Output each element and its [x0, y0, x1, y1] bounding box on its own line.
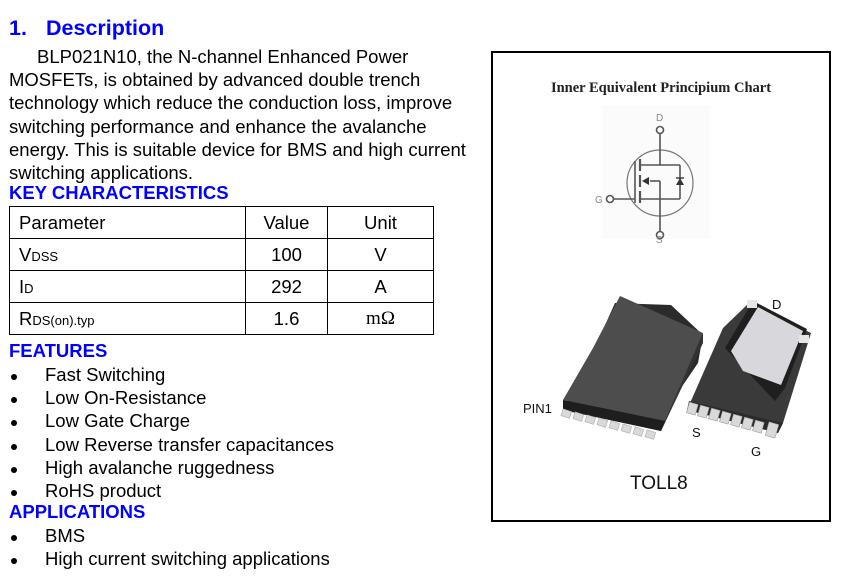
parameter-subscript: D: [24, 280, 34, 296]
list-item-text: Low Gate Charge: [45, 410, 191, 432]
list-item: High current switching applications: [9, 547, 330, 570]
list-item-text: High current switching applications: [45, 548, 330, 570]
table-row: ID 292 A: [9, 270, 434, 303]
features-heading: FEATURES: [9, 340, 108, 361]
package-label-pin1: PIN1: [523, 401, 552, 416]
key-characteristics-table: Parameter Value Unit VDSS 100 V ID 292 A…: [9, 206, 434, 335]
bullet-icon: [11, 443, 17, 450]
channel-arrow-icon: [642, 177, 649, 185]
bullet-icon: [11, 558, 17, 565]
list-item-text: Fast Switching: [45, 364, 166, 385]
list-item: High avalanche ruggedness: [9, 456, 334, 479]
list-item: RoHS product: [9, 479, 334, 502]
bullet-icon: [11, 535, 17, 541]
list-item-text: BMS: [45, 525, 86, 546]
list-item: Low On-Resistance: [9, 386, 334, 409]
diode-icon: [676, 178, 684, 185]
parameter-subscript: DSS: [31, 248, 59, 264]
bullet-icon: [11, 397, 17, 404]
bullet-icon: [11, 490, 17, 497]
package-label-gate: G: [751, 444, 762, 459]
package-top-view: [560, 296, 703, 440]
parameter-cell: RDS(on).typ: [9, 302, 246, 335]
drain-terminal: [655, 125, 665, 135]
bullet-icon: [11, 374, 17, 380]
table-row: VDSS 100 V: [9, 238, 434, 271]
table-header-row: Parameter Value Unit: [9, 206, 434, 239]
toll8-package-illustration: [560, 296, 811, 440]
figure-title: Inner Equivalent Principium Chart: [550, 80, 772, 96]
list-item: BMS: [9, 524, 330, 547]
column-header-value: Value: [245, 206, 328, 239]
package-leads: [686, 401, 780, 439]
parameter-symbol: R: [19, 307, 33, 329]
package-leads: [560, 408, 657, 440]
parameter-cell: ID: [9, 270, 246, 303]
value-cell: 1.6: [245, 302, 328, 335]
list-item-text: High avalanche ruggedness: [45, 456, 275, 478]
list-item: Fast Switching: [9, 363, 334, 386]
parameter-symbol: I: [19, 275, 25, 297]
bullet-icon: [11, 420, 17, 427]
features-list: Fast Switching Low On-Resistance Low Gat…: [9, 363, 334, 502]
package-label-drain: D: [772, 297, 782, 312]
applications-list: BMS High current switching applications: [9, 524, 330, 570]
list-item: Low Gate Charge: [9, 409, 334, 432]
key-characteristics-heading: KEY CHARACTERISTICS: [9, 182, 229, 203]
mosfet-schematic: D G S: [595, 105, 710, 243]
column-header-parameter: Parameter: [9, 206, 246, 239]
list-item-text: RoHS product: [45, 480, 162, 502]
section-number: 1.: [9, 16, 27, 40]
list-item-text: Low On-Resistance: [45, 387, 207, 409]
value-cell: 100: [245, 238, 328, 271]
schematic-label-source: S: [656, 235, 663, 243]
list-item-text: Low Reverse transfer capacitances: [45, 433, 334, 455]
source-terminal: [655, 230, 665, 240]
package-label-source: S: [692, 425, 701, 440]
gate-terminal: [605, 194, 615, 204]
bullet-icon: [11, 466, 17, 473]
table-row: RDS(on).typ 1.6 mΩ: [9, 302, 434, 335]
unit-cell: mΩ: [327, 302, 434, 335]
package-name: TOLL8: [630, 473, 688, 494]
column-header-unit: Unit: [327, 206, 434, 239]
parameter-cell: VDSS: [9, 238, 246, 271]
list-item: Low Reverse transfer capacitances: [9, 433, 334, 456]
figure-box: Inner Equivalent Principium Chart D G S: [491, 51, 831, 522]
schematic-background: [602, 105, 710, 239]
schematic-label-gate: G: [595, 195, 603, 206]
unit-cell: V: [327, 238, 434, 271]
parameter-subscript: DS(on).typ: [32, 312, 95, 328]
applications-heading: APPLICATIONS: [9, 501, 146, 522]
unit-cell: A: [327, 270, 434, 303]
section-title: Description: [46, 16, 165, 40]
schematic-label-drain: D: [656, 113, 663, 124]
description-paragraph-block: BLP021N10, the N-channel Enhanced Power …: [9, 45, 479, 184]
section-heading-description: 1. Description: [9, 16, 164, 41]
description-paragraph: BLP021N10, the N-channel Enhanced Power …: [9, 46, 466, 184]
package-bottom-view: [686, 300, 811, 439]
value-cell: 292: [245, 270, 328, 303]
parameter-symbol: V: [19, 243, 32, 265]
